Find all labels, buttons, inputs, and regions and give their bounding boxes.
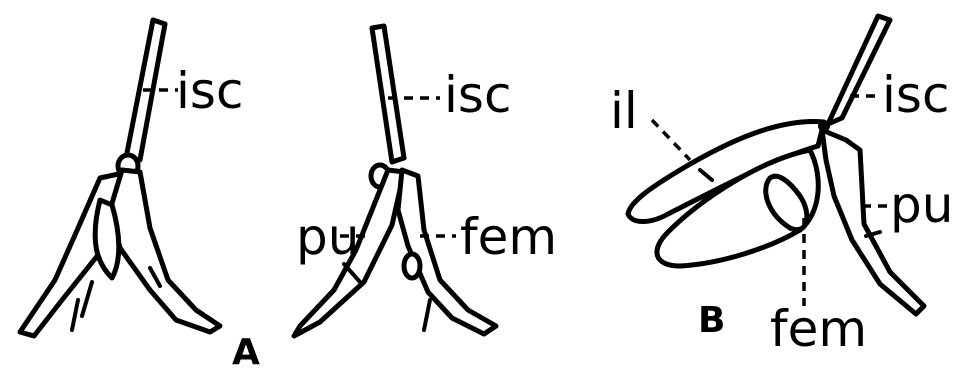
panel-a-left-femur bbox=[110, 170, 220, 332]
panel-b-ischium bbox=[828, 16, 890, 124]
panel-b-joint-dot bbox=[818, 120, 830, 132]
panel-b-specimen: il isc pu fem bbox=[610, 16, 953, 358]
panel-a-left-inner-lobe bbox=[95, 200, 119, 278]
panel-a-right-isc-label: isc bbox=[444, 66, 511, 124]
panel-b-pu-label: pu bbox=[890, 176, 953, 234]
panel-a-right-fem-label: fem bbox=[460, 208, 557, 266]
panel-a-letter: A bbox=[232, 332, 260, 371]
panel-a-right-ischium bbox=[372, 26, 404, 162]
panel-a-left-distal-lines bbox=[72, 282, 92, 330]
panel-b-isc-label: isc bbox=[882, 66, 949, 124]
panel-b-letter: B bbox=[698, 300, 725, 341]
panel-a-right-condyle bbox=[404, 254, 420, 278]
panel-a-left-isc-label: isc bbox=[176, 62, 243, 120]
panel-a-right-pu-label: pu bbox=[296, 208, 359, 266]
panel-b-fem-label: fem bbox=[770, 300, 867, 358]
panel-a-left-specimen: isc bbox=[20, 20, 243, 336]
panel-b-il-label: il bbox=[610, 82, 638, 140]
panel-a-right-specimen: isc pu fem bbox=[294, 26, 557, 336]
panel-b-il-leader bbox=[652, 120, 690, 160]
